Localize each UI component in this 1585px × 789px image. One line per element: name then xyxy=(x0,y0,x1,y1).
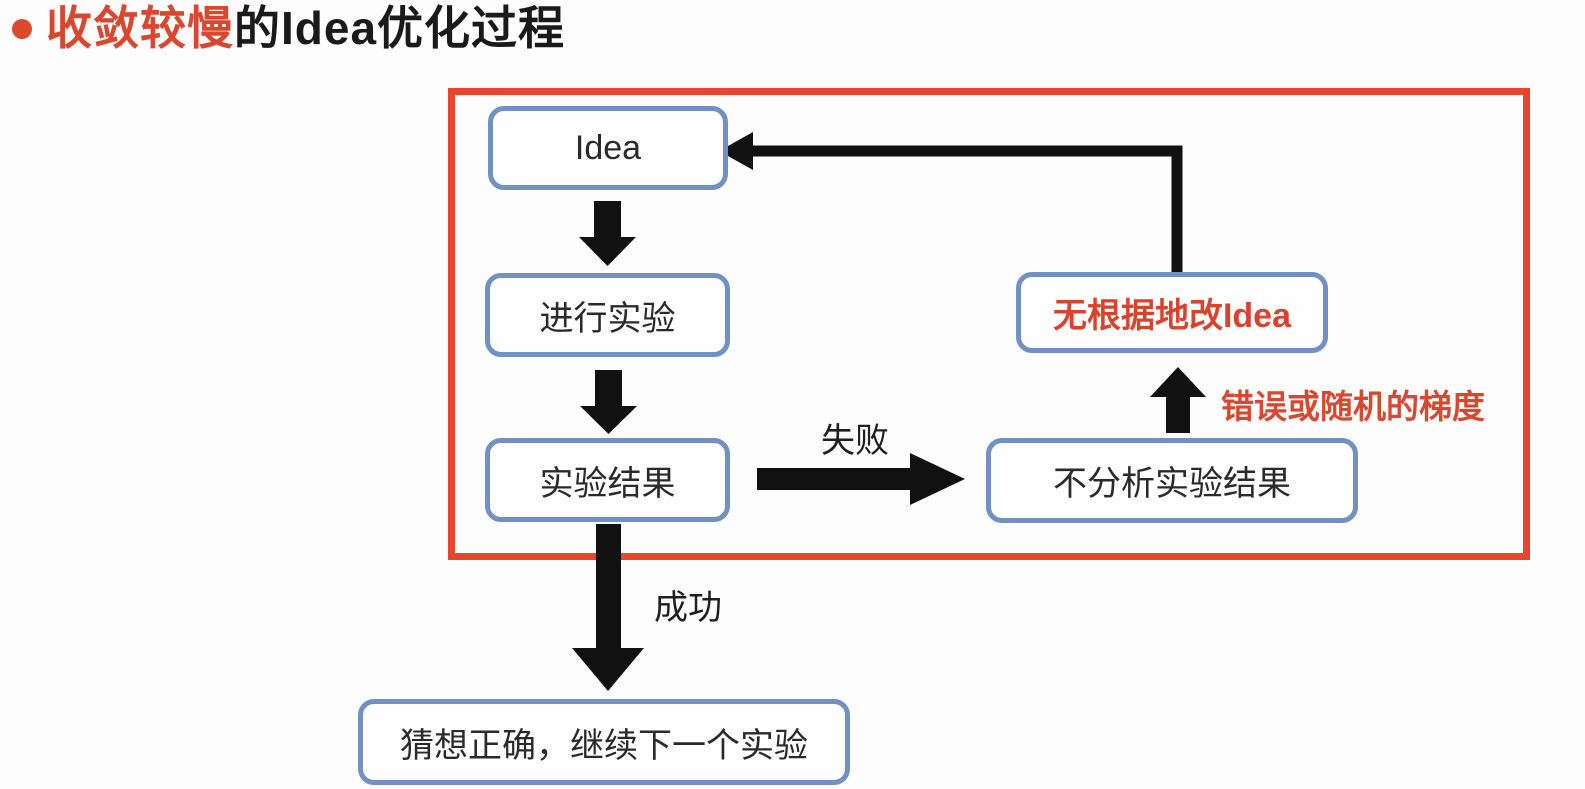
node-experiment-result-label: 实验结果 xyxy=(539,464,676,503)
edge-label-gradient-note: 错误或随机的梯度 xyxy=(1221,388,1485,425)
node-run-experiment-label: 进行实验 xyxy=(539,299,676,338)
node-change-idea: 无根据地改Idea xyxy=(1016,272,1328,353)
title-rest: 的Idea优化过程 xyxy=(234,2,566,54)
node-no-analysis: 不分析实验结果 xyxy=(986,438,1358,523)
node-change-idea-label: 无根据地改Idea xyxy=(1052,297,1292,335)
node-idea: Idea xyxy=(488,106,728,190)
title-highlight: 收敛较慢 xyxy=(46,2,234,54)
node-guess-correct: 猜想正确，继续下一个实验 xyxy=(358,699,850,785)
node-run-experiment: 进行实验 xyxy=(485,273,730,357)
edge-label-failure: 失败 xyxy=(821,422,889,460)
node-guess-correct-label: 猜想正确，继续下一个实验 xyxy=(400,726,808,765)
page-title: 收敛较慢的Idea优化过程 xyxy=(46,0,565,56)
edge-label-success: 成功 xyxy=(654,589,722,627)
loop-frame xyxy=(448,88,1530,560)
page-title-row: 收敛较慢的Idea优化过程 xyxy=(12,0,565,60)
bullet-icon xyxy=(12,19,32,39)
node-no-analysis-label: 不分析实验结果 xyxy=(1053,465,1291,503)
node-idea-label: Idea xyxy=(574,128,642,167)
node-experiment-result: 实验结果 xyxy=(485,438,730,522)
